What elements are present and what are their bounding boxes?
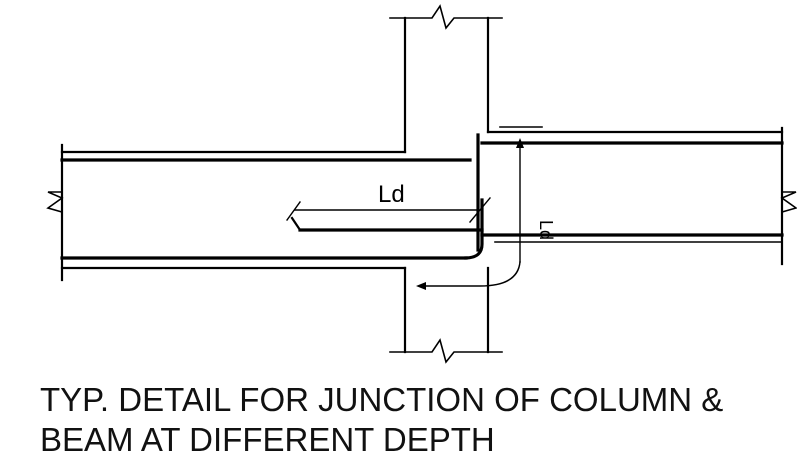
beam-ld-tick-left xyxy=(286,201,301,221)
column-bottom-break-line xyxy=(389,338,503,364)
caption-line-1: TYP. DETAIL FOR JUNCTION OF COLUMN & xyxy=(40,381,724,418)
left-beam xyxy=(46,143,472,282)
drawing-caption: TYP. DETAIL FOR JUNCTION OF COLUMN & BEA… xyxy=(40,380,790,460)
column-top-break-line xyxy=(389,4,503,30)
right-beam-anchored-bar xyxy=(290,216,484,232)
column-ld-leader xyxy=(424,261,521,287)
beam-ld-tick-right xyxy=(469,197,491,223)
left-beam-break-line xyxy=(46,191,64,213)
left-beam-bottom-bar-bend xyxy=(464,198,484,260)
column-lower xyxy=(389,266,503,364)
column-ld-label: Ld xyxy=(536,220,556,240)
beam-ld-label: Ld xyxy=(378,181,405,208)
caption-line-2: BEAM AT DIFFERENT DEPTH xyxy=(40,421,495,458)
column-upper xyxy=(389,4,503,154)
beam-ld-dimension: Ld xyxy=(286,181,491,223)
column-ld-dimension: Ld xyxy=(416,126,556,290)
right-beam xyxy=(480,126,797,266)
right-beam-break-line xyxy=(780,191,797,213)
column-ld-arrowhead-bottom xyxy=(416,282,426,290)
column-ld-arrowhead-top xyxy=(516,138,524,148)
